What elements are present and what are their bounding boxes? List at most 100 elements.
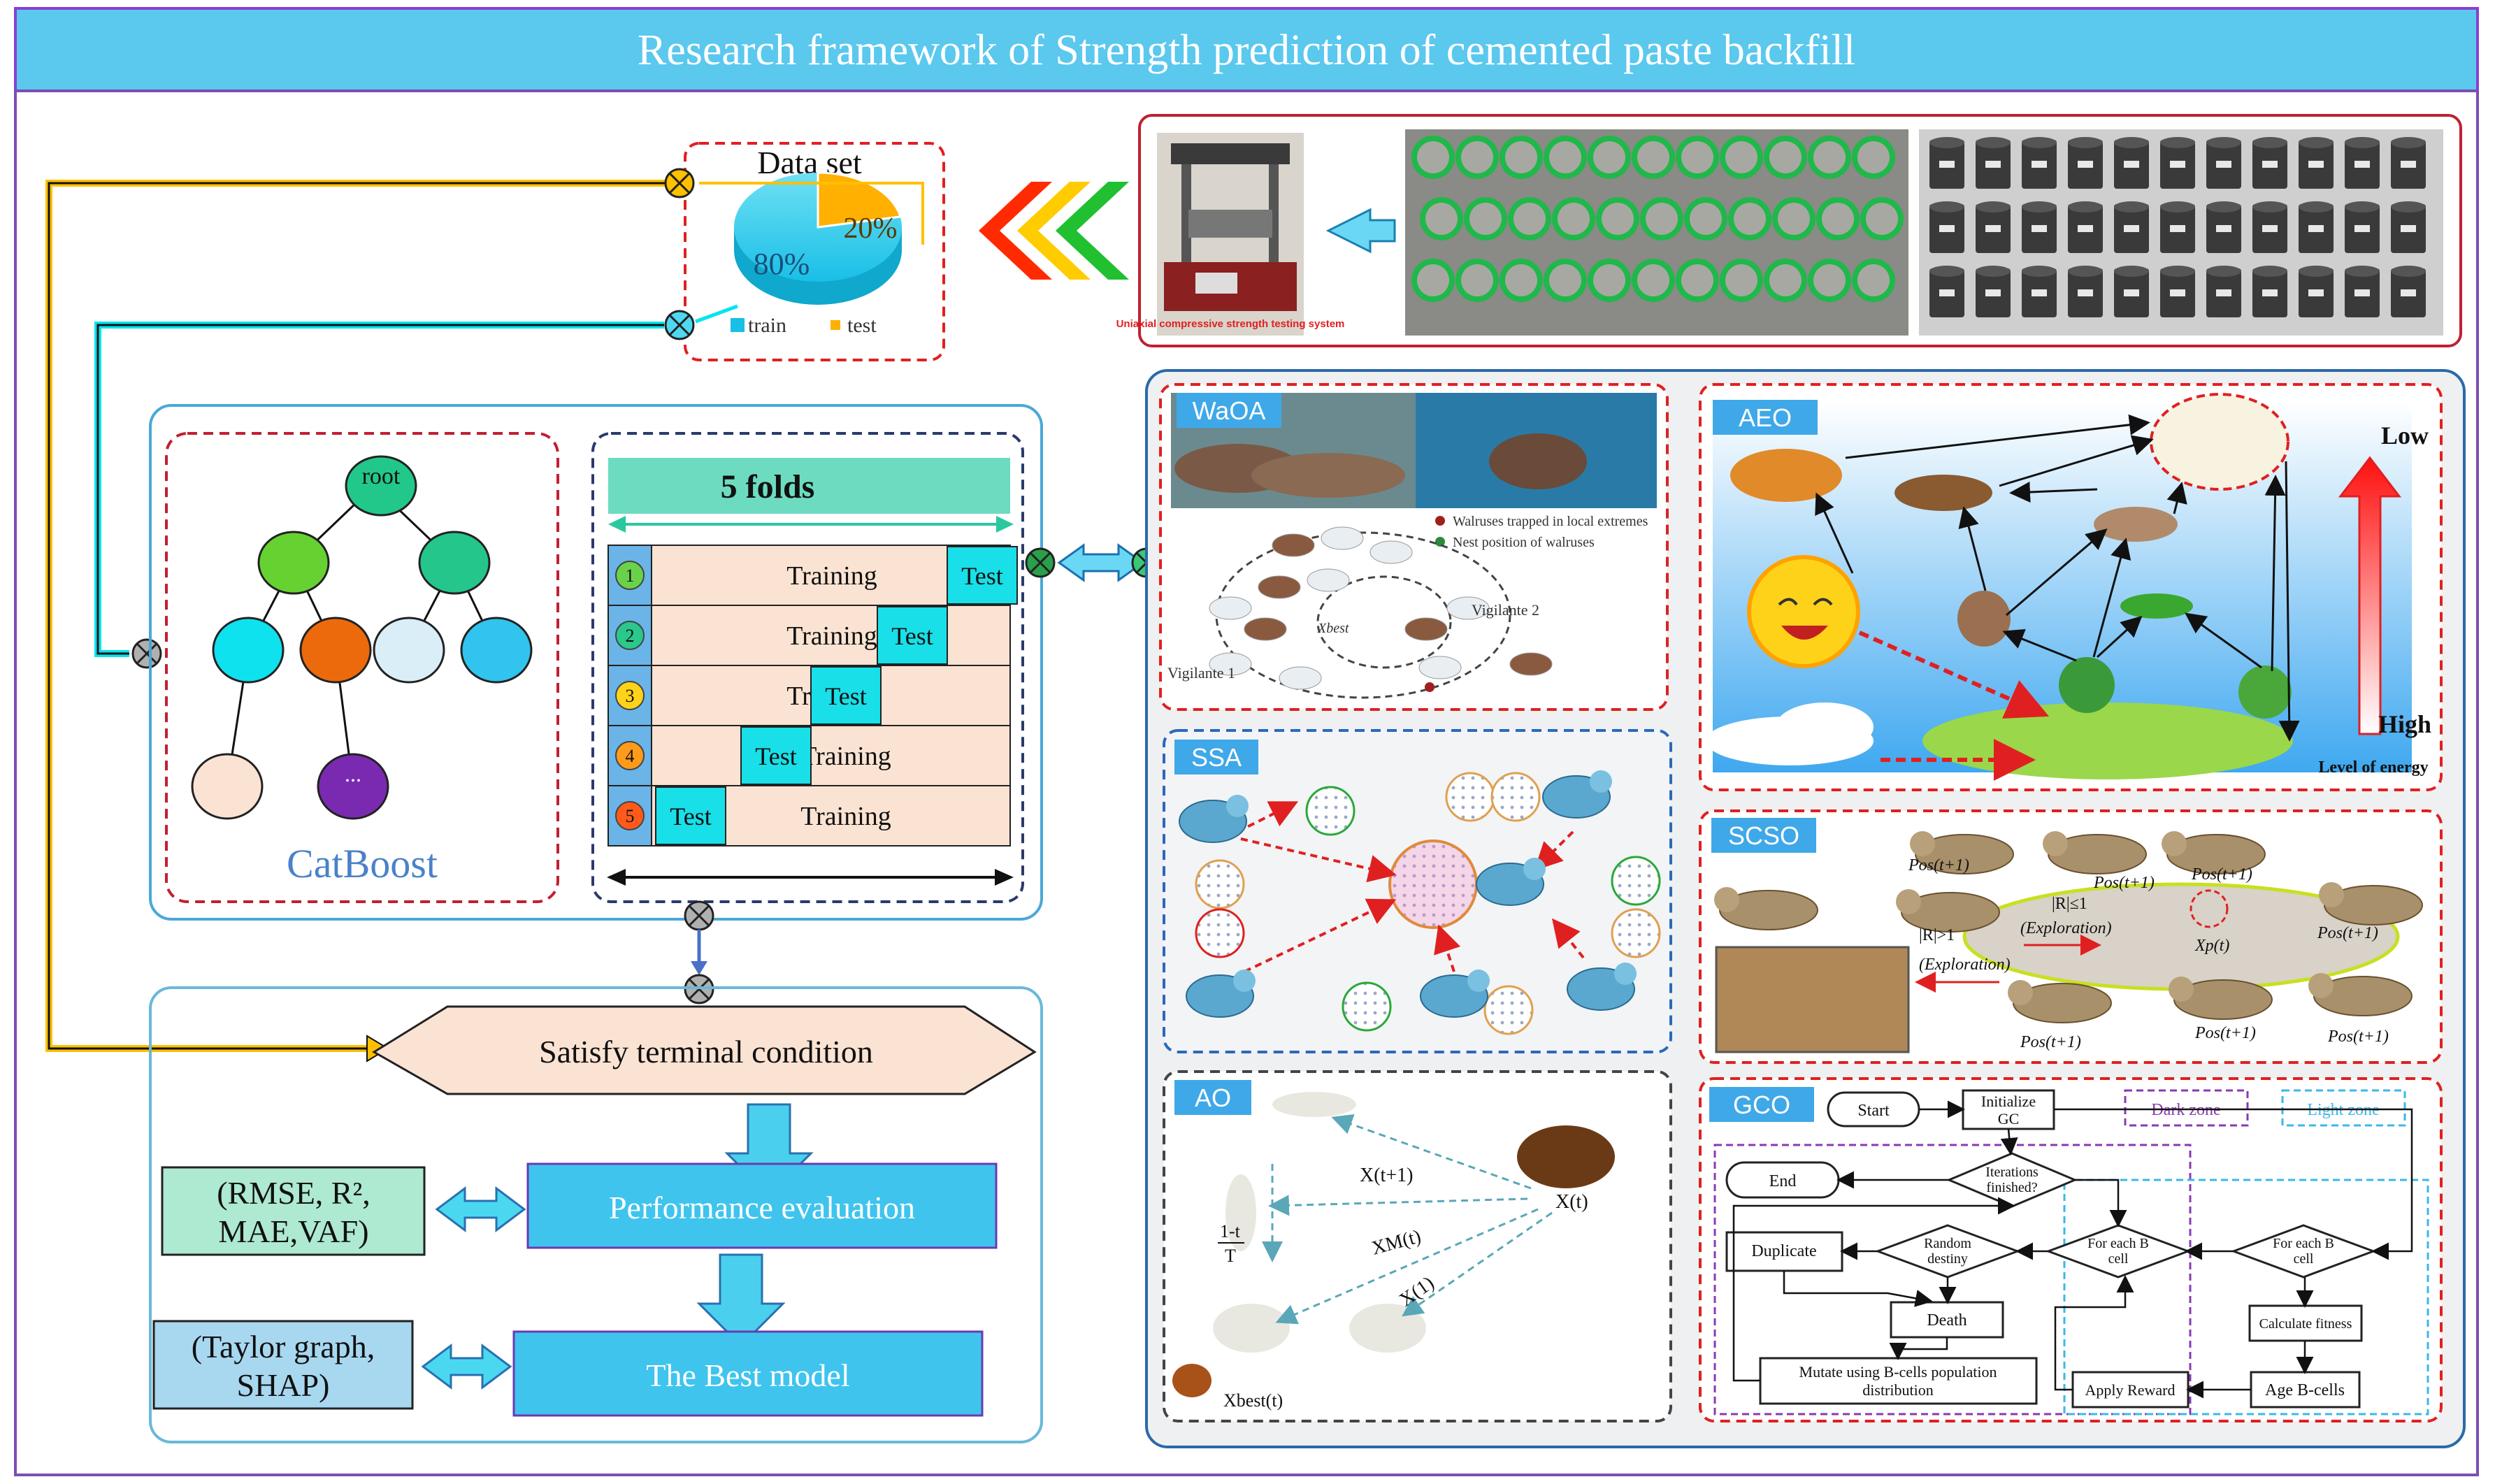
cured-specimen-top: [2114, 201, 2149, 212]
cured-specimen-top: [2299, 137, 2334, 148]
pie-label-test: 20%: [844, 212, 898, 245]
ssa-label-bg: [1174, 740, 1258, 775]
scso-explore1: (Exploration): [2020, 919, 2112, 937]
metrics-line2: MAE,VAF): [218, 1213, 368, 1249]
rabbit-icon: [1957, 591, 2011, 647]
fold-test-cell: [655, 786, 726, 845]
specimen-top: [1558, 203, 1590, 235]
folds-panel: 5 folds 1TrainingTest2TrainingTest3Train…: [591, 432, 1024, 903]
specimen-top: [1778, 203, 1810, 235]
specimen-tag: [2354, 225, 2370, 232]
gco-end: End: [1769, 1172, 1797, 1190]
fold-test-cell: [810, 666, 882, 725]
sand-cat-photo: [1715, 946, 1910, 1053]
specimen-top: [1769, 141, 1802, 173]
specimen-top: [1505, 141, 1537, 173]
fold-training-cell: [651, 605, 1011, 666]
gco-calc-node: [2248, 1304, 2363, 1342]
cured-specimen-top: [2114, 266, 2149, 277]
cured-specimen-top: [2391, 137, 2426, 148]
walrus-icon: [1244, 617, 1287, 641]
scso-cond1: |R|≤1: [2052, 895, 2087, 913]
gco-foreach2-l1: For each B: [2273, 1236, 2334, 1251]
mouse-icon: [2094, 507, 2178, 542]
specimen-tag: [2078, 289, 2093, 296]
sand-cat-icon: [1915, 834, 2014, 874]
sand-cat-head: [2308, 973, 2334, 998]
specimen-top: [1505, 264, 1537, 296]
specimen-tag: [2401, 289, 2416, 296]
specimen-top: [1690, 203, 1722, 235]
specimen-tag: [1985, 225, 2001, 232]
tree-node: [373, 617, 445, 684]
specimen-top: [1681, 141, 1713, 173]
ssa-food-bubble: [1342, 981, 1392, 1032]
fold-number: 3: [626, 686, 635, 706]
fold-number: 4: [626, 746, 635, 766]
energy-arrow: [2338, 456, 2402, 735]
aeo-panel: AEO: [1699, 383, 2443, 791]
catboost-panel: root ... CatBoost: [165, 432, 559, 903]
gco-mutate-l1: Mutate using B-cells population: [1799, 1363, 1997, 1381]
sparrow-head: [1614, 963, 1637, 985]
waoa-label-bg: [1177, 393, 1281, 428]
cured-specimen-top: [2068, 266, 2103, 277]
cured-specimen-top: [2299, 266, 2334, 277]
gco-death: Death: [1927, 1311, 1966, 1330]
ao-label-bg: [1174, 1080, 1251, 1115]
folds-optimizer-link: [1025, 543, 1162, 582]
gco-reward: Apply Reward: [2085, 1381, 2176, 1399]
scso-pos3: Pos(t+1): [2191, 865, 2252, 884]
ao-frac-bot: T: [1225, 1246, 1236, 1266]
specimen-tag: [1985, 161, 2001, 168]
specimen-top: [1593, 141, 1625, 173]
sparrow-head: [1523, 858, 1546, 880]
eagle-icon: [1894, 475, 1992, 511]
specimen-top: [1417, 141, 1449, 173]
tree-node: [418, 531, 491, 595]
specimen-top: [1593, 264, 1625, 296]
metrics-line1: (RMSE, R²,: [217, 1175, 371, 1211]
terminal-condition-box: [372, 1005, 1037, 1095]
sand-cat-icon: [2013, 983, 2112, 1023]
gco-iter-l1: Iterations: [1985, 1165, 2039, 1180]
ssa-food-bubble: [1611, 908, 1661, 958]
specimen-top: [1857, 264, 1890, 296]
specimen-tag: [2308, 161, 2324, 168]
tree-icon: [2059, 657, 2115, 713]
tree-node: [191, 753, 264, 820]
sand-cat-head: [2008, 980, 2033, 1005]
cured-specimen-top: [2252, 137, 2287, 148]
gco-reward-node: [2071, 1371, 2190, 1409]
tree-root-label: root: [362, 463, 401, 489]
cured-specimen-top: [2068, 201, 2103, 212]
sand-cat-head: [1910, 831, 1935, 856]
scso-pos6: Pos(t+1): [2194, 1024, 2256, 1042]
sand-cat-icon: [2166, 834, 2266, 874]
specimen-top: [1513, 203, 1546, 235]
gco-foreach2-l2: cell: [2294, 1251, 2314, 1267]
gco-calc: Calculate fitness: [2259, 1316, 2352, 1332]
cured-specimen-top: [2391, 201, 2426, 212]
gco-start: Start: [1857, 1102, 1890, 1120]
specimen-tag: [2170, 289, 2185, 296]
ssa-label: SSA: [1191, 743, 1242, 772]
sand-cat-icon: [2048, 834, 2147, 874]
specimen-tag: [2032, 225, 2047, 232]
specimen-tag: [2308, 289, 2324, 296]
waoa-panel: WaOA Walruses trapped in local extremes …: [1159, 383, 1669, 711]
walrus-icon: [1272, 533, 1315, 557]
gco-random-l2: destiny: [1927, 1251, 1968, 1267]
fold-training-label: Training: [786, 561, 877, 591]
gco-foreach2-decision: [2230, 1224, 2377, 1278]
specimen-photos: Uniaxial compressive strength testing sy…: [1116, 114, 2462, 347]
cured-specimen-top: [2206, 137, 2241, 148]
specimen-tag: [2032, 289, 2047, 296]
ao-xt1: X(t+1): [1360, 1165, 1413, 1186]
ssa-food-bubble: [1305, 786, 1356, 836]
specimen-tag: [2124, 289, 2139, 296]
dataset-connectors: [45, 168, 924, 1062]
catboost-label: CatBoost: [287, 841, 438, 886]
specimen-top: [1866, 203, 1898, 235]
gco-duplicate: Duplicate: [1751, 1242, 1816, 1260]
